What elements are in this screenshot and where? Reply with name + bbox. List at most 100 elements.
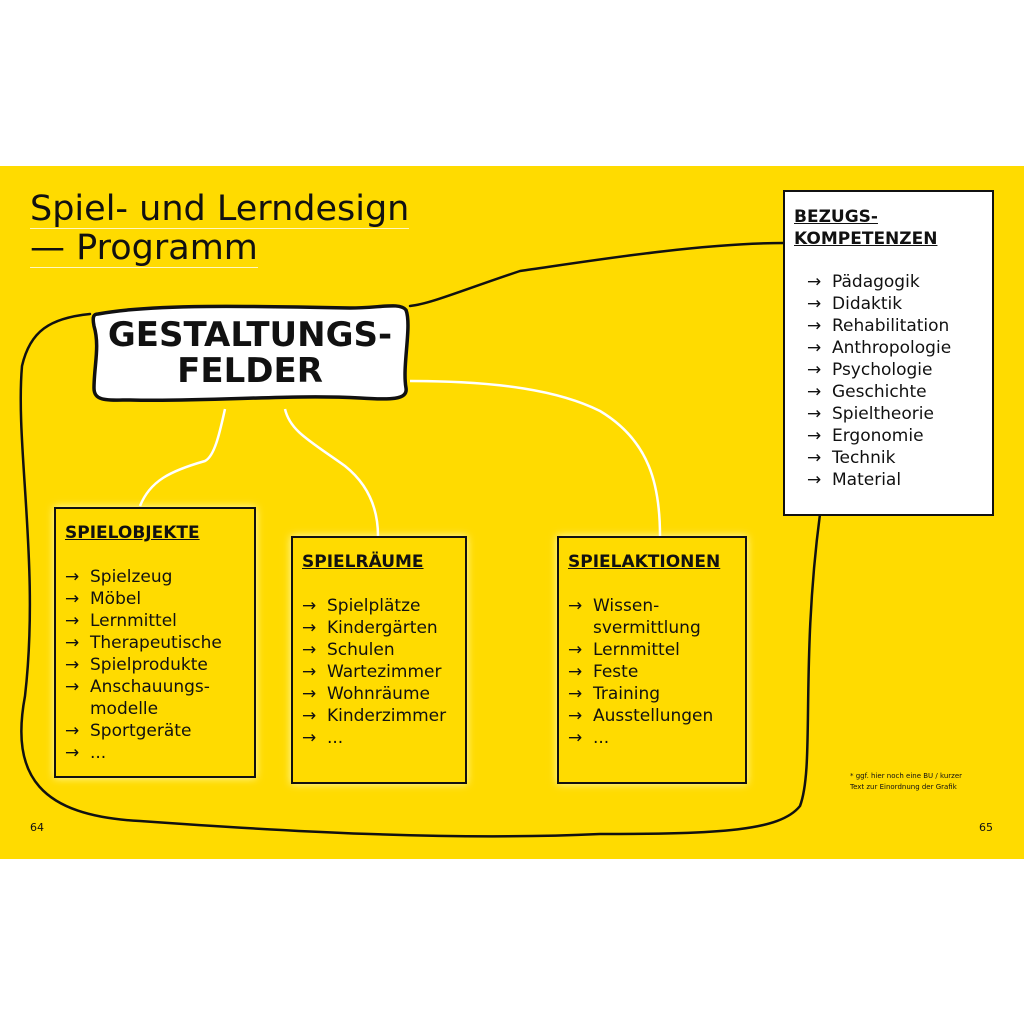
page-number-left: 64 (30, 821, 44, 834)
bezug-list: →Pädagogik→Didaktik→Rehabilitation→Anthr… (807, 271, 951, 491)
center-node-line1: GESTALTUNGS- (107, 315, 393, 355)
list-item-label: Therapeutische (90, 633, 222, 653)
spielraeume-box: SPIELRÄUME →Spielplätze→Kindergärten→Sch… (291, 536, 467, 784)
arrow-icon: → (807, 426, 822, 446)
list-item-label: Lernmittel (90, 611, 177, 631)
list-item: → Didaktik (807, 293, 951, 315)
list-item: →Spielzeug (65, 566, 222, 588)
list-item-label: Schulen (327, 640, 395, 660)
spielraeume-list: →Spielplätze→Kindergärten→Schulen→Wartez… (302, 595, 446, 749)
arrow-icon: → (807, 338, 822, 358)
list-item: svermittlung (568, 617, 713, 639)
list-item-label: Pädagogik (832, 272, 920, 292)
list-item-label: Geschichte (832, 382, 927, 402)
list-item: → Anschauungs- (65, 676, 222, 698)
list-item-label: Feste (593, 662, 639, 682)
list-item: →Lernmittel (568, 639, 713, 661)
arrow-icon: → (807, 316, 822, 336)
list-item: → Schulen (302, 639, 446, 661)
list-item-label: Spielprodukte (90, 655, 208, 675)
yellow-spread: Spiel- und Lerndesign — Programm GESTALT… (0, 166, 1024, 859)
arrow-icon: → (302, 706, 317, 726)
list-item: →Geschichte (807, 381, 951, 403)
caption-line2: Text zur Einordnung der Grafik (850, 783, 957, 791)
spielraeume-heading: SPIELRÄUME (302, 552, 424, 572)
list-item-label: Ausstellungen (593, 706, 714, 726)
spielobjekte-heading: SPIELOBJEKTE (65, 523, 200, 543)
list-item: → Ausstellungen (568, 705, 713, 727)
list-item: →Psychologie (807, 359, 951, 381)
connector-objekte (138, 408, 227, 507)
arrow-icon: → (568, 684, 583, 704)
arrow-icon: → (568, 728, 583, 748)
arrow-icon: → (65, 611, 80, 631)
list-item-label: Wohnräume (327, 684, 430, 704)
list-item-label: Spielzeug (90, 567, 173, 587)
list-item-label: Anschauungs- (90, 677, 210, 697)
connector-lines (19, 241, 822, 838)
list-item: →... (568, 727, 713, 749)
arrow-icon: → (807, 470, 822, 490)
bezug-heading-line2: KOMPETENZEN (794, 229, 938, 249)
bezug-heading-line1: BEZUGS- (794, 207, 878, 227)
arrow-icon: → (302, 640, 317, 660)
spielobjekte-list: →Spielzeug→Möbel→Lernmittel→Therapeutisc… (65, 566, 222, 764)
arrow-icon: → (302, 662, 317, 682)
arrow-icon: → (807, 294, 822, 314)
arrow-icon: → (302, 728, 317, 748)
list-item-label: Kinderzimmer (327, 706, 447, 726)
list-item-label: Rehabilitation (832, 316, 950, 336)
list-item-label: Wissen- (593, 596, 660, 616)
list-item-label: Ergonomie (832, 426, 924, 446)
list-item: → Kindergärten (302, 617, 446, 639)
list-item: → Technik (807, 447, 951, 469)
list-item: → Kinderzimmer (302, 705, 446, 727)
list-item: →Feste (568, 661, 713, 683)
arrow-icon: → (568, 706, 583, 726)
arrow-icon: → (807, 448, 822, 468)
list-item: → Wartezimmer (302, 661, 446, 683)
list-item: →Spieltheorie (807, 403, 951, 425)
caption-note: * ggf. hier noch eine BU / kurzer Text z… (850, 771, 962, 793)
center-node-line2: FELDER (177, 351, 323, 391)
arrow-icon: → (65, 677, 80, 697)
list-item-label: ... (327, 728, 344, 748)
arrow-icon: → (807, 360, 822, 380)
list-item: →Therapeutische (65, 632, 222, 654)
arrow-icon: → (302, 618, 317, 638)
arrow-icon: → (302, 684, 317, 704)
list-item: → Lernmittel (65, 610, 222, 632)
bubble-outline (91, 304, 410, 403)
list-item: →Pädagogik (807, 271, 951, 293)
list-item-label: Sportgeräte (90, 721, 192, 741)
connector-aktionen (409, 379, 662, 537)
list-item: →Spielplätze (302, 595, 446, 617)
spielobjekte-box: SPIELOBJEKTE →Spielzeug→Möbel→Lernmittel… (54, 507, 256, 778)
list-item: → Sportgeräte (65, 720, 222, 742)
center-node-bubble: GESTALTUNGS- FELDER (90, 296, 410, 406)
list-item: →Wissen- (568, 595, 713, 617)
page-title-line2: — Programm (30, 228, 258, 268)
list-item: modelle (65, 698, 222, 720)
arrow-icon: → (65, 589, 80, 609)
list-item-label: Technik (832, 448, 896, 468)
list-item-label: Möbel (90, 589, 142, 609)
list-item: →Material (807, 469, 951, 491)
spielaktionen-list: →Wissen-svermittlung→Lernmittel→Feste→Tr… (568, 595, 713, 749)
list-item: →... (302, 727, 446, 749)
list-item-label: ... (593, 728, 610, 748)
arrow-icon: → (65, 721, 80, 741)
list-item-label: Training (593, 684, 661, 704)
list-item: → Anthropologie (807, 337, 951, 359)
list-item: → Rehabilitation (807, 315, 951, 337)
list-item-label: Wartezimmer (327, 662, 442, 682)
caption-line1: * ggf. hier noch eine BU / kurzer (850, 772, 963, 780)
list-item: →Spielprodukte (65, 654, 222, 676)
list-item-label: modelle (90, 699, 159, 719)
list-item-label: Didaktik (832, 294, 903, 314)
list-item-label: Anthropologie (832, 338, 952, 358)
list-item-label: Kindergärten (327, 618, 438, 638)
page-title-line1: Spiel- und Lerndesign (30, 189, 410, 229)
outer-loop-line (19, 241, 822, 838)
list-item-label: Lernmittel (593, 640, 680, 660)
